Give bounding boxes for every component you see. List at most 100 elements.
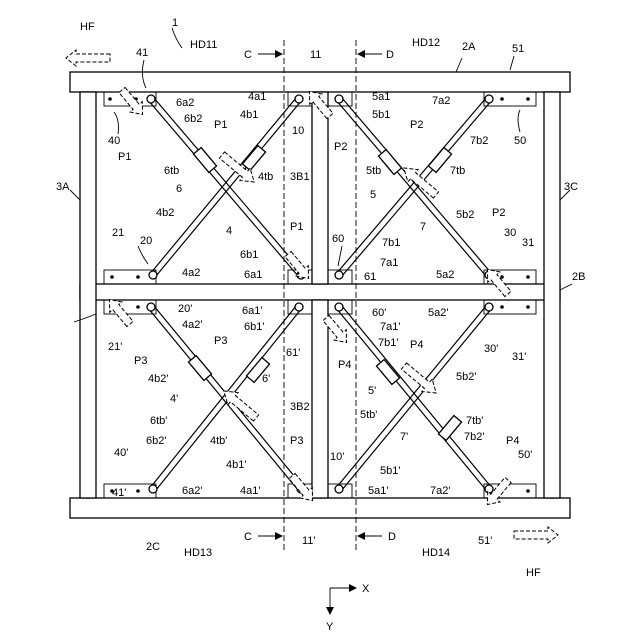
label-51: 51 [512, 43, 524, 55]
label-7tbp: 7tb' [466, 415, 483, 427]
label-5b2: 5b2 [456, 209, 474, 221]
axis-indicator [330, 588, 356, 614]
label-6b1: 6b1 [240, 249, 258, 261]
label-4p: 4' [170, 393, 178, 405]
label-p3-a: P3 [134, 355, 147, 367]
label-p1-c: P1 [290, 221, 303, 233]
left-column-3A [80, 92, 96, 498]
label-4tb: 4tb [258, 171, 273, 183]
label-6tbp: 6tb' [150, 415, 167, 427]
label-6a1: 6a1 [244, 269, 262, 281]
label-6p: 6' [262, 373, 270, 385]
label-5a2p: 5a2' [428, 307, 448, 319]
label-hd11: HD11 [190, 39, 217, 51]
label-4b1: 4b1 [240, 109, 258, 121]
label-20p: 20' [178, 303, 192, 315]
label-hf-bottom: HF [526, 567, 541, 579]
label-31: 31 [522, 237, 534, 249]
label-4a2: 4a2 [182, 267, 200, 279]
label-4: 4 [226, 225, 232, 237]
label-50p: 50' [518, 449, 532, 461]
label-2b: 2B [572, 271, 585, 283]
label-5b2p: 5b2' [456, 371, 476, 383]
label-41p: 41' [112, 487, 126, 499]
center-column-3B2 [312, 300, 328, 498]
label-5a1: 5a1 [372, 91, 390, 103]
label-p4-a: P4 [338, 359, 351, 371]
label-3b2: 3B2 [290, 401, 310, 413]
label-axis-y: Y [326, 621, 334, 633]
label-6a2: 6a2 [176, 97, 194, 109]
label-device-1: 1 [172, 17, 178, 29]
label-20: 20 [140, 235, 152, 247]
label-6b2: 6b2 [184, 113, 202, 125]
label-40: 40 [108, 135, 120, 147]
label-5b1p: 5b1' [380, 465, 400, 477]
label-p3-b: P3 [214, 335, 227, 347]
label-7b1p: 7b1' [378, 337, 398, 349]
label-4a1: 4a1 [248, 91, 266, 103]
top-beam-2A [70, 72, 570, 92]
label-30: 30 [504, 227, 516, 239]
label-6: 6 [176, 183, 182, 195]
label-50: 50 [514, 135, 526, 147]
label-5p: 5' [368, 385, 376, 397]
label-4b2: 4b2 [156, 207, 174, 219]
label-7: 7 [420, 221, 426, 233]
mid-beam-2B [80, 284, 560, 300]
label-hd12: HD12 [412, 37, 440, 49]
label-d-bottom: D [388, 531, 396, 543]
center-column-3B1 [312, 92, 328, 284]
label-21: 21 [112, 227, 124, 239]
label-6tb: 6tb [164, 165, 179, 177]
label-4b2p: 4b2' [148, 373, 168, 385]
label-40p: 40' [114, 447, 128, 459]
label-3c: 3C [564, 181, 578, 193]
label-7p: 7' [400, 431, 408, 443]
label-c-bottom: C [244, 531, 252, 543]
label-hf-top: HF [80, 21, 95, 33]
label-4a1p: 4a1' [240, 485, 260, 497]
label-6b2p: 6b2' [146, 435, 166, 447]
label-7b2: 7b2 [470, 135, 488, 147]
label-11p: 11' [302, 535, 316, 547]
label-3b1: 3B1 [290, 171, 310, 183]
label-p4-c: P4 [506, 435, 519, 447]
label-11: 11 [310, 49, 321, 61]
label-7tb: 7tb [450, 165, 465, 177]
label-60: 60 [332, 233, 344, 245]
label-10p: 10' [330, 451, 344, 463]
label-5tb: 5tb [366, 165, 381, 177]
label-d-top: D [386, 49, 394, 61]
right-column-3C [544, 92, 560, 498]
label-7a2: 7a2 [432, 95, 450, 107]
label-p2-c: P2 [492, 207, 505, 219]
label-30p: 30' [484, 343, 498, 355]
label-7a1p: 7a1' [380, 321, 400, 333]
label-p1-a: P1 [118, 151, 131, 163]
label-p3-c: P3 [290, 435, 303, 447]
label-3a: 3A [56, 181, 70, 193]
label-4b1p: 4b1' [226, 459, 246, 471]
label-hd14: HD14 [422, 547, 450, 559]
label-60p: 60' [372, 307, 386, 319]
label-5a1p: 5a1' [368, 485, 388, 497]
label-p2-a: P2 [334, 141, 347, 153]
label-61p: 61' [286, 347, 300, 359]
label-5b1: 5b1 [372, 109, 390, 121]
label-31p: 31' [512, 351, 526, 363]
label-5: 5 [370, 189, 376, 201]
label-7a1: 7a1 [380, 257, 398, 269]
label-21p: 21' [108, 341, 122, 353]
label-7a2p: 7a2' [430, 485, 450, 497]
label-5a2: 5a2 [436, 269, 454, 281]
label-7b2p: 7b2' [464, 431, 484, 443]
label-51p: 51' [478, 535, 492, 547]
label-6b1p: 6b1' [244, 321, 264, 333]
label-p1-b: P1 [214, 119, 227, 131]
label-hd13: HD13 [184, 547, 212, 559]
label-axis-x: X [362, 583, 370, 595]
label-p4-b: P4 [410, 339, 423, 351]
label-c-top: C [244, 49, 252, 61]
